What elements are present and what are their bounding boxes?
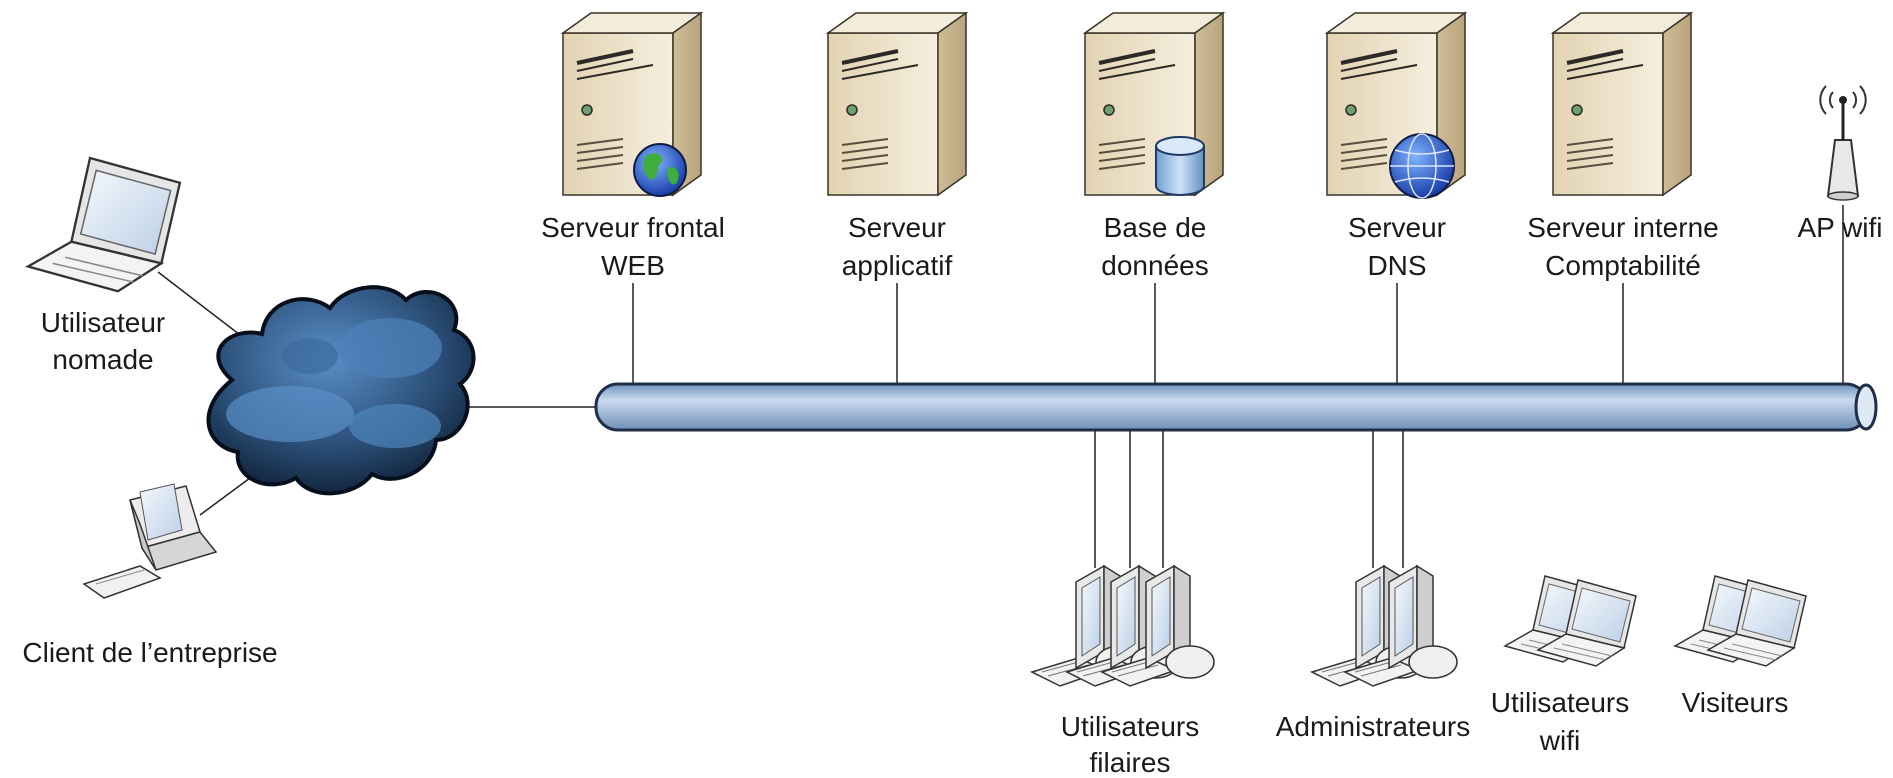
label-app-1: Serveur <box>848 212 946 243</box>
label-wifi-1: Utilisateurs <box>1491 687 1629 718</box>
label-wifi-2: wifi <box>1539 725 1580 756</box>
laptop-icon <box>26 156 182 293</box>
database-icon <box>1155 136 1205 196</box>
wifi-users-icon <box>1504 575 1637 667</box>
server-dns <box>1325 11 1467 199</box>
globe-icon <box>633 143 687 197</box>
visitors-icon <box>1674 575 1807 667</box>
network-bus <box>594 382 1878 432</box>
label-visiteurs: Visiteurs <box>1682 687 1789 718</box>
admins-icon <box>1311 565 1458 687</box>
label-dns-1: Serveur <box>1348 212 1446 243</box>
connection-lines <box>157 205 1844 568</box>
wifi-access-point-icon <box>1819 85 1867 201</box>
desktop-client-icon <box>82 483 218 599</box>
internet-cloud-icon <box>206 285 476 496</box>
label-dns-2: DNS <box>1367 250 1426 281</box>
label-web-2: WEB <box>601 250 665 281</box>
label-filaires-2: filaires <box>1090 747 1171 778</box>
label-nomade-1: Utilisateur <box>41 307 165 338</box>
label-compta-1: Serveur interne <box>1527 212 1718 243</box>
label-client: Client de l’entreprise <box>22 637 277 668</box>
server-web <box>561 11 703 197</box>
server-app <box>826 11 968 197</box>
server-compta <box>1551 11 1693 197</box>
labels: Serveur frontal WEB Serveur applicatif B… <box>22 212 1882 778</box>
label-nomade-2: nomade <box>52 344 153 375</box>
label-app-2: applicatif <box>842 250 953 281</box>
dns-globe-icon <box>1389 133 1455 199</box>
label-db-1: Base de <box>1104 212 1207 243</box>
server-db <box>1083 11 1225 197</box>
label-db-2: données <box>1101 250 1208 281</box>
link-client-cloud <box>199 477 251 516</box>
wired-users-icon <box>1031 565 1215 687</box>
label-compta-2: Comptabilité <box>1545 250 1701 281</box>
label-ap: AP wifi <box>1797 212 1882 243</box>
label-admins: Administrateurs <box>1276 711 1471 742</box>
label-web-1: Serveur frontal <box>541 212 725 243</box>
label-filaires-1: Utilisateurs <box>1061 711 1199 742</box>
